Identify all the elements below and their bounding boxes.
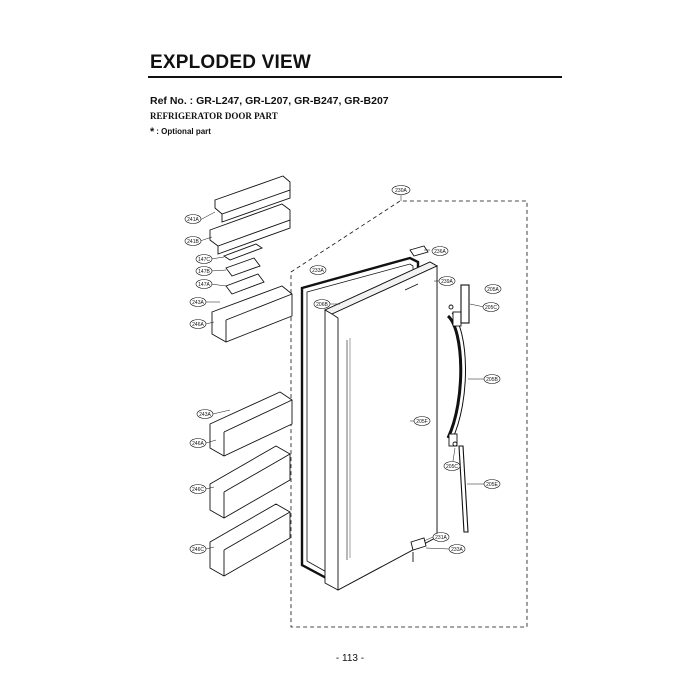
- optional-note: *: Optional part: [150, 126, 211, 138]
- door-panel: [324, 261, 438, 591]
- callout-labels: 230A 241A 241B 147C 147B 147A 243A 246A …: [187, 188, 499, 553]
- optional-note-text: : Optional part: [156, 127, 211, 136]
- page-number: - 113 -: [335, 653, 365, 664]
- callout-246A-top: 246A: [192, 322, 204, 328]
- optional-star: *: [150, 126, 155, 138]
- page-title: EXPLODED VIEW: [150, 52, 311, 73]
- callout-233A: 233A: [312, 268, 324, 274]
- callout-241A: 241A: [187, 217, 199, 223]
- door-shelf-241A: [214, 175, 291, 223]
- callout-236A: 236A: [434, 249, 446, 255]
- reference-numbers: Ref No. : GR-L247, GR-L207, GR-B247, GR-…: [150, 95, 389, 107]
- callout-246C-2: 246C: [192, 547, 204, 553]
- callout-231A: 231A: [435, 535, 447, 541]
- callout-ovals: [184, 185, 502, 554]
- door-basket-246A-mid: [209, 391, 293, 457]
- callout-147B: 147B: [198, 269, 210, 275]
- callout-243A-top: 243A: [192, 300, 204, 306]
- callout-205C-bot: 205C: [446, 464, 458, 470]
- callout-206B: 206B: [316, 302, 328, 308]
- callout-241B: 241B: [187, 239, 199, 245]
- part-name: REFRIGERATOR DOOR PART: [150, 111, 278, 121]
- door-handle: [446, 284, 470, 533]
- assembly-dashed-outline: [290, 200, 528, 628]
- callout-205C-top: 205C: [485, 305, 497, 311]
- callout-147C: 147C: [198, 257, 210, 263]
- bottom-hinge-part: [410, 537, 427, 562]
- callout-205B: 205B: [486, 377, 498, 383]
- top-hinge-part: [409, 245, 429, 257]
- callout-233A-bot: 233A: [451, 547, 463, 553]
- egg-tray-147B: [225, 257, 261, 277]
- callout-246A-mid: 246A: [192, 441, 204, 447]
- callout-205F: 205F: [416, 419, 427, 425]
- callout-leaders: [199, 195, 485, 550]
- callout-239A: 239A: [441, 279, 453, 285]
- callout-205E: 205E: [486, 482, 498, 488]
- door-basket-246A-top: [211, 285, 293, 343]
- callout-147A: 147A: [198, 282, 210, 288]
- callout-230A-top: 230A: [395, 188, 407, 194]
- title-underline: [148, 76, 562, 78]
- callout-205A: 205A: [487, 287, 499, 293]
- callout-246C-1: 246C: [192, 487, 204, 493]
- door-basket-246C-upper: [209, 445, 291, 519]
- callout-243A-mid: 243A: [199, 412, 211, 418]
- door-shelf-241B: [209, 203, 291, 255]
- egg-tray-147C: [223, 243, 263, 261]
- egg-tray-147A: [225, 273, 265, 295]
- door-basket-246C-lower: [209, 503, 291, 577]
